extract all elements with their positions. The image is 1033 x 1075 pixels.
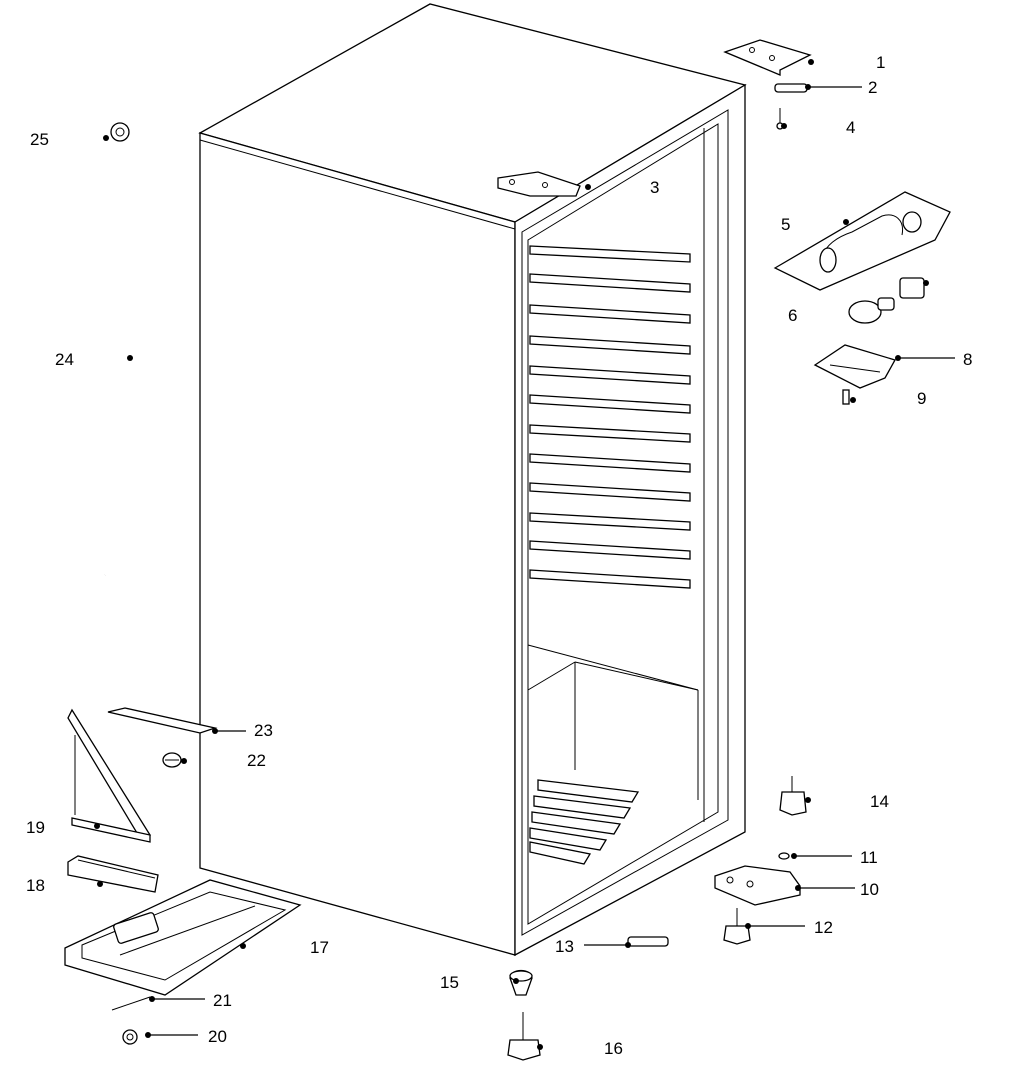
callout-20: 20 [208, 1027, 227, 1046]
pin-rod [111, 996, 151, 1011]
spacer-nut [162, 752, 182, 768]
foot-screw [779, 776, 807, 816]
adjustment-knob [122, 1029, 138, 1045]
callout-3: 3 [650, 178, 659, 197]
drip-tray-frame [67, 708, 152, 843]
callout-8: 8 [963, 350, 972, 369]
door-stop-pin [627, 936, 669, 947]
callout-17: 17 [310, 938, 329, 957]
callout-11: 11 [860, 848, 878, 867]
top-hinge-plate [723, 39, 812, 76]
callout-16: 16 [604, 1039, 623, 1058]
callout-13: 13 [555, 937, 574, 956]
callout-15: 15 [440, 973, 459, 992]
lamp-socket [899, 277, 925, 299]
callout-1: 1 [876, 53, 885, 72]
water-hose [93, 139, 130, 576]
cabinet-inner-lining [527, 123, 719, 925]
callout-10: 10 [860, 880, 879, 899]
mounting-bracket [67, 855, 159, 893]
small-screw [778, 852, 790, 860]
callout-9: 9 [917, 389, 926, 408]
top-hinge-bracket [497, 171, 581, 197]
callout-2: 2 [868, 78, 877, 97]
callout-21: 21 [213, 991, 232, 1010]
callout-5: 5 [781, 215, 790, 234]
hinge-pin [774, 83, 808, 93]
callout-12: 12 [814, 918, 833, 937]
lamp-housing [773, 191, 951, 291]
callout-23: 23 [254, 721, 273, 740]
hose-connector [110, 122, 130, 142]
callout-25: 25 [30, 130, 49, 149]
cabinet-body [198, 3, 747, 957]
foot-cap [509, 969, 533, 996]
callout-14: 14 [870, 792, 889, 811]
lamp-cover [813, 344, 896, 389]
callout-24: 24 [55, 350, 74, 369]
cabinet-inner-opening [521, 109, 729, 936]
cover-strip [107, 707, 218, 734]
cabinet-side-panel [199, 132, 516, 956]
bottom-hinge [714, 865, 801, 906]
leveling-foot [723, 908, 751, 945]
callout-19: 19 [26, 818, 45, 837]
adjustable-foot [507, 1012, 541, 1061]
callout-4: 4 [846, 118, 855, 137]
callout-6: 6 [788, 306, 797, 325]
callout-22: 22 [247, 751, 266, 770]
lamp-cover-screw [842, 389, 850, 405]
callout-18: 18 [26, 876, 45, 895]
base-tray [64, 879, 302, 996]
cabinet-shelf-rails [529, 245, 691, 589]
cabinet-floor-ribs [529, 779, 640, 865]
callout-labels: 1 2 3 4 5 6 8 9 10 11 12 13 14 15 16 17 … [26, 53, 972, 1058]
lamp-bulb [848, 297, 895, 324]
callout-leaders [94, 59, 955, 1050]
